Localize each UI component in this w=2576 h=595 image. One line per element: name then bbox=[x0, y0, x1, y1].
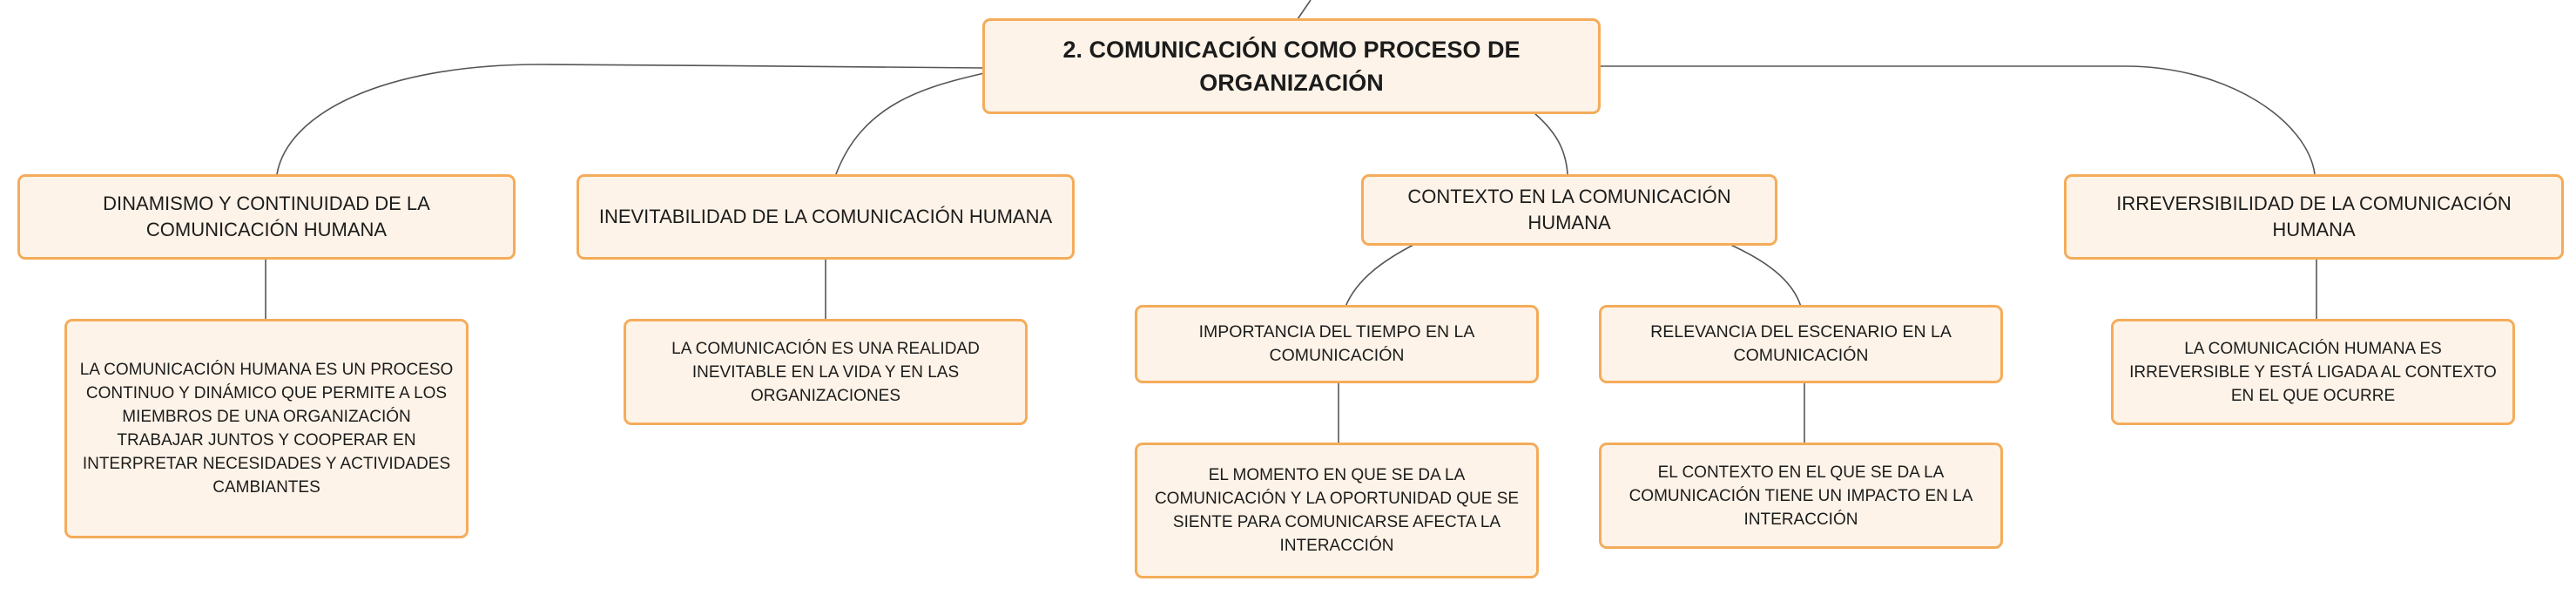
node-inevitabilidad[interactable]: INEVITABILIDAD DE LA COMUNICACIÓN HUMANA bbox=[577, 174, 1075, 260]
root-node[interactable]: 2. COMUNICACIÓN COMO PROCESO DE ORGANIZA… bbox=[982, 18, 1601, 114]
detail-inevitabilidad-text: LA COMUNICACIÓN ES UNA REALIDAD INEVITAB… bbox=[671, 339, 980, 405]
node-escenario[interactable]: RELEVANCIA DEL ESCENARIO EN LA COMUNICAC… bbox=[1599, 305, 2003, 383]
connector-contexto-tiempo bbox=[1345, 243, 1416, 308]
connector-contexto-escenario bbox=[1728, 243, 1802, 308]
node-irreversibilidad-label: IRREVERSIBILIDAD DE LA COMUNICACIÓN HUMA… bbox=[2116, 193, 2512, 240]
detail-tiempo[interactable]: EL MOMENTO EN QUE SE DA LA COMUNICACIÓN … bbox=[1135, 443, 1539, 578]
detail-dinamismo-text: LA COMUNICACIÓN HUMANA ES UN PROCESO CON… bbox=[79, 361, 454, 497]
connector-root-contexto bbox=[1534, 112, 1568, 175]
node-dinamismo[interactable]: DINAMISMO Y CONTINUIDAD DE LA COMUNICACI… bbox=[17, 174, 516, 260]
connector-root-irreversibilidad bbox=[1601, 65, 2316, 175]
detail-dinamismo[interactable]: LA COMUNICACIÓN HUMANA ES UN PROCESO CON… bbox=[64, 319, 469, 538]
connector-root-inevitabilidad bbox=[835, 72, 985, 175]
detail-irreversibilidad[interactable]: LA COMUNICACIÓN HUMANA ES IRREVERSIBLE Y… bbox=[2111, 319, 2515, 425]
node-irreversibilidad[interactable]: IRREVERSIBILIDAD DE LA COMUNICACIÓN HUMA… bbox=[2064, 174, 2564, 260]
connector-parent-root bbox=[1297, 0, 1312, 20]
node-dinamismo-label: DINAMISMO Y CONTINUIDAD DE LA COMUNICACI… bbox=[103, 193, 430, 240]
detail-tiempo-text: EL MOMENTO EN QUE SE DA LA COMUNICACIÓN … bbox=[1154, 466, 1520, 555]
node-escenario-label: RELEVANCIA DEL ESCENARIO EN LA COMUNICAC… bbox=[1650, 322, 1952, 365]
node-contexto[interactable]: CONTEXTO EN LA COMUNICACIÓN HUMANA bbox=[1361, 174, 1777, 246]
connector-root-dinamismo bbox=[276, 64, 985, 175]
node-tiempo[interactable]: IMPORTANCIA DEL TIEMPO EN LA COMUNICACIÓ… bbox=[1135, 305, 1539, 383]
detail-irreversibilidad-text: LA COMUNICACIÓN HUMANA ES IRREVERSIBLE Y… bbox=[2129, 339, 2497, 405]
detail-inevitabilidad[interactable]: LA COMUNICACIÓN ES UNA REALIDAD INEVITAB… bbox=[624, 319, 1028, 425]
node-contexto-label: CONTEXTO EN LA COMUNICACIÓN HUMANA bbox=[1407, 186, 1731, 233]
detail-escenario-text: EL CONTEXTO EN EL QUE SE DA LA COMUNICAC… bbox=[1629, 463, 1973, 529]
node-tiempo-label: IMPORTANCIA DEL TIEMPO EN LA COMUNICACIÓ… bbox=[1198, 322, 1475, 365]
root-node-label: 2. COMUNICACIÓN COMO PROCESO DE ORGANIZA… bbox=[1062, 37, 1521, 96]
detail-escenario[interactable]: EL CONTEXTO EN EL QUE SE DA LA COMUNICAC… bbox=[1599, 443, 2003, 549]
node-inevitabilidad-label: INEVITABILIDAD DE LA COMUNICACIÓN HUMANA bbox=[598, 206, 1053, 227]
